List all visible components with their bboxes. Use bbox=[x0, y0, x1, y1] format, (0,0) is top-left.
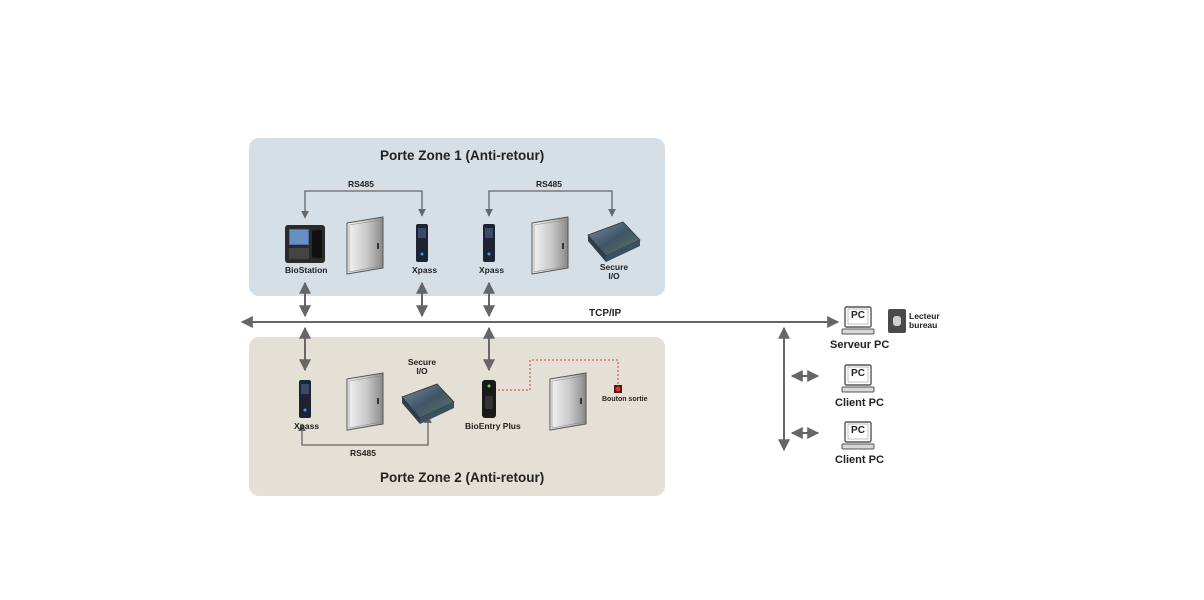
server-pc-label: Serveur PC bbox=[830, 339, 890, 351]
rs485-right-bracket bbox=[485, 190, 616, 217]
secure-io-zone2-label-2: I/O bbox=[416, 366, 428, 376]
xpass-b-label: Xpass bbox=[479, 265, 505, 275]
rs485-left-bracket bbox=[301, 190, 426, 219]
zone-2-title: Porte Zone 2 (Anti-retour) bbox=[380, 470, 545, 485]
door-zone1-a bbox=[346, 216, 384, 275]
door-zone1-b bbox=[531, 216, 569, 275]
client-pc-2-label: Client PC bbox=[835, 454, 884, 466]
zone-1-title: Porte Zone 1 (Anti-retour) bbox=[380, 148, 545, 163]
xpass-a-label: Xpass bbox=[412, 265, 438, 275]
xpass-zone2-label: Xpass bbox=[294, 421, 320, 431]
desk-reader-label-2: bureau bbox=[909, 320, 938, 330]
xpass-zone2-device bbox=[299, 380, 311, 418]
biostation-device bbox=[285, 225, 325, 263]
rs485-zone2-label: RS485 bbox=[350, 448, 376, 458]
exit-button-label: Bouton sortie bbox=[602, 396, 648, 403]
secure-io-zone2-device bbox=[401, 383, 455, 424]
client-pc-2-screen-label: PC bbox=[851, 425, 865, 436]
desk-reader-label-1: Lecteur bbox=[909, 311, 940, 321]
rs485-right-label: RS485 bbox=[536, 179, 562, 189]
client-pc-1-screen-label: PC bbox=[851, 368, 865, 379]
secure-io-zone2-label-1: Secure bbox=[407, 357, 437, 367]
exit-button-wire bbox=[498, 359, 619, 391]
bioentry-label: BioEntry Plus bbox=[465, 421, 521, 431]
rs485-zone2-bracket bbox=[298, 415, 432, 446]
xpass-b-device bbox=[483, 224, 495, 262]
biostation-label: BioStation bbox=[285, 265, 328, 275]
rs485-left-label: RS485 bbox=[348, 179, 374, 189]
xpass-a-device bbox=[416, 224, 428, 262]
client-pc-2-device bbox=[841, 421, 875, 450]
door-zone2-a bbox=[346, 372, 384, 431]
door-zone2-b bbox=[549, 372, 587, 431]
desk-reader-device bbox=[888, 309, 906, 333]
client-pc-1-label: Client PC bbox=[835, 397, 884, 409]
secure-io-zone1-label-2: I/O bbox=[608, 271, 620, 281]
exit-button-device bbox=[614, 385, 622, 393]
server-pc-device bbox=[841, 306, 875, 335]
secure-io-zone1-label-1: Secure bbox=[599, 262, 629, 272]
bioentry-plus-device bbox=[482, 380, 496, 418]
server-pc-screen-label: PC bbox=[851, 310, 865, 321]
client-pc-1-device bbox=[841, 364, 875, 393]
secure-io-zone1-device bbox=[587, 221, 641, 262]
tcpip-label: TCP/IP bbox=[589, 308, 622, 319]
